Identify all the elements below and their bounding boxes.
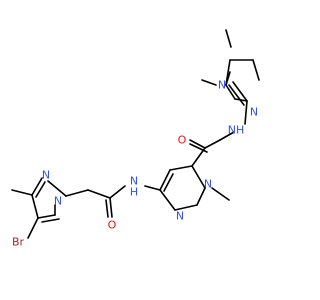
bond	[105, 199, 109, 218]
atom-label-nh: N	[130, 175, 138, 188]
atom-label-nitrogen: N	[42, 169, 50, 182]
bond	[244, 100, 248, 125]
atom-label-oxygen: O	[178, 134, 187, 147]
bond	[191, 147, 206, 167]
atom-label-nitrogen: N	[250, 106, 258, 119]
bond	[211, 187, 230, 201]
bond	[201, 79, 217, 86]
bond	[225, 59, 231, 86]
bond	[31, 194, 39, 219]
bond	[189, 143, 208, 153]
bond	[159, 169, 171, 191]
bond	[191, 165, 206, 189]
bond	[109, 197, 113, 218]
atom-label-nitrogen: N	[54, 195, 62, 208]
bond	[37, 214, 56, 219]
bond	[196, 187, 206, 206]
bond	[163, 173, 174, 192]
bond	[174, 204, 198, 211]
bond	[35, 181, 46, 198]
bond	[65, 189, 89, 197]
atom-labels: N N NH O N N N H O N N Br	[12, 79, 258, 249]
atom-label-bromine: Br	[12, 236, 25, 249]
bond	[159, 189, 176, 211]
bond	[31, 177, 43, 196]
bond	[189, 139, 206, 149]
bond	[41, 218, 60, 223]
atom-label-nitrogen: N	[176, 210, 184, 223]
atom-label-nitrogen: N	[218, 79, 226, 92]
bond	[225, 29, 232, 48]
bond	[11, 189, 33, 196]
bond	[169, 165, 193, 171]
atom-label-hydrogen: H	[130, 186, 138, 199]
bond	[252, 59, 260, 81]
bond	[204, 139, 221, 149]
bond	[27, 217, 39, 239]
bond	[109, 185, 126, 199]
molecule-structure: N N NH O N N N H O N N Br	[11, 29, 260, 249]
bond	[87, 189, 111, 199]
bond	[234, 98, 248, 102]
bonds	[11, 29, 260, 239]
bond	[225, 84, 236, 100]
bond	[232, 81, 248, 102]
bond	[144, 185, 161, 191]
bond	[47, 180, 67, 197]
atom-label-nitrogen: N	[204, 178, 212, 191]
atom-label-nh: NH	[228, 124, 245, 137]
bond	[228, 84, 245, 106]
atom-label-oxygen: O	[108, 219, 117, 232]
bond	[219, 131, 235, 141]
